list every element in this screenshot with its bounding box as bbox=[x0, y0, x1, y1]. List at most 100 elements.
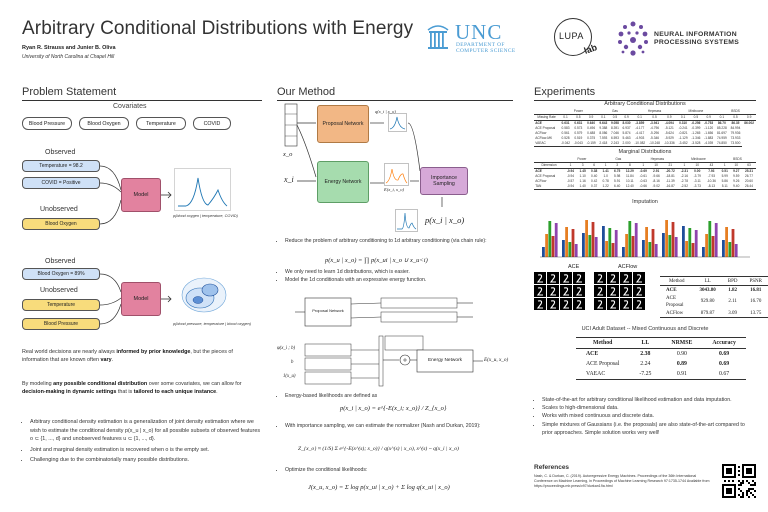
bullet: We only need to learn 1d distributions, … bbox=[285, 268, 513, 276]
digit-sample bbox=[607, 272, 619, 284]
table-header-cell: PSNR bbox=[743, 276, 768, 286]
bullet: Reduce the problem of arbitrary conditio… bbox=[285, 237, 513, 245]
imputation-bar bbox=[608, 228, 612, 257]
table-cell: 6.593 bbox=[610, 136, 619, 140]
table-header-cell: BPD bbox=[721, 276, 744, 286]
problem-statement-heading: Problem Statement bbox=[22, 86, 262, 101]
digit-sample bbox=[607, 298, 619, 310]
digit-sample bbox=[633, 272, 645, 284]
table-cell: 0.89 bbox=[676, 361, 687, 367]
chain-rule-formula: p(x_u | x_o) = ∏ p(x_ui | x_o ∪ x_u<i) bbox=[325, 257, 428, 264]
neurips-logo: NEURAL INFORMATION PROCESSING SYSTEMS bbox=[616, 18, 746, 66]
digit-sample bbox=[560, 285, 572, 297]
table-cell: -0.821 bbox=[678, 131, 688, 135]
imputation-bar bbox=[622, 247, 625, 257]
covariate-box: Blood Oxygen bbox=[79, 117, 129, 130]
table-cell: ACE bbox=[666, 287, 677, 293]
table-cell: -3.11 bbox=[693, 179, 701, 183]
table-header-cell: 3 bbox=[576, 162, 589, 169]
method-bullets-1: Reduce the problem of arbitrary conditio… bbox=[277, 237, 513, 245]
table-cell: -16.87 bbox=[662, 184, 678, 190]
table-cell: -4.417 bbox=[635, 131, 645, 135]
image-label: ACFlow bbox=[618, 264, 638, 270]
authors: Ryan R. Strauss and Junier B. Oliva bbox=[22, 45, 116, 51]
table-header-cell: Dimension bbox=[534, 162, 564, 169]
imputation-bar bbox=[688, 228, 692, 257]
table-cell: 5.86 bbox=[721, 179, 728, 183]
table-cell: -0.042 bbox=[559, 141, 572, 147]
table-cell: 9.058 bbox=[610, 121, 619, 125]
table-cell: -2.16 bbox=[680, 174, 688, 178]
row-label: φ(x_i ; b) bbox=[277, 346, 296, 351]
energy-output-formula: E(x_u, x_o) bbox=[484, 357, 509, 363]
imputation-bar bbox=[574, 244, 578, 257]
image-label: ACE bbox=[568, 264, 580, 270]
covariates-title: Covariates bbox=[113, 103, 147, 110]
table-cell: 8.086 bbox=[599, 131, 608, 135]
digit-sample bbox=[633, 285, 645, 297]
old-well-icon bbox=[427, 25, 449, 49]
table-header-cell: 0.5 bbox=[689, 114, 703, 121]
table-cell: 9.59 bbox=[733, 174, 740, 178]
table-cell: 5.11 bbox=[719, 184, 731, 190]
method-bullets-1b: We only need to learn 1d distributions, … bbox=[277, 268, 513, 284]
table-cell: 9.388 bbox=[599, 126, 608, 130]
table-cell: 5.91 bbox=[614, 179, 621, 183]
model-box: Model bbox=[121, 178, 161, 212]
density-caption: p(blood oxygen | temperature, COVID) bbox=[173, 214, 238, 218]
table-title: Arbitrary Conditional Distributions bbox=[604, 101, 686, 107]
imputation-bar bbox=[665, 220, 668, 257]
imputation-bar bbox=[602, 226, 605, 257]
imputation-bar bbox=[654, 244, 658, 257]
table-cell: -0.61 bbox=[639, 174, 647, 178]
table-cell: 1.0 bbox=[603, 174, 608, 178]
table-cell: 0.00 bbox=[694, 169, 701, 173]
table-cell: 0.90 bbox=[676, 351, 687, 357]
table-cell: 0.91 bbox=[661, 369, 703, 380]
bullet: Challenging due to the combinatorially m… bbox=[30, 456, 262, 465]
table-cell: 1.22 bbox=[599, 184, 612, 190]
table-cell: -8.16 bbox=[652, 179, 660, 183]
qr-code-icon[interactable] bbox=[722, 464, 756, 498]
table-cell: ACFlow bbox=[535, 179, 547, 183]
energy-network-box: Energy Network bbox=[317, 161, 369, 203]
table-header-cell: 0.1 bbox=[676, 114, 690, 121]
table-header-cell: Method bbox=[576, 337, 630, 349]
table-cell: 9.40 bbox=[730, 184, 742, 190]
table-header-cell: 63 bbox=[742, 162, 756, 169]
problem-bullets: Arbitrary conditional density estimation… bbox=[22, 418, 262, 467]
imputation-bar bbox=[588, 235, 592, 257]
table-cell: -10.336 bbox=[661, 141, 677, 147]
imputation-bar bbox=[668, 235, 672, 257]
imputation-bar bbox=[662, 233, 665, 257]
table-header-cell: 0.9 bbox=[702, 114, 716, 121]
architecture-diagram: x_o x_i Proposal Network Energy Network … bbox=[282, 103, 498, 263]
table-cell: 3043.80 bbox=[699, 287, 716, 293]
importance-sampling-box: Importance Sampling bbox=[420, 167, 468, 195]
table-cell: -4.039 bbox=[702, 141, 716, 147]
table-header-cell: 10 bbox=[730, 162, 742, 169]
table-header-cell: 0.5 bbox=[647, 114, 662, 121]
table-header-cell: 21 bbox=[662, 162, 678, 169]
table-header-cell: 10 bbox=[649, 162, 663, 169]
final-density-thumb bbox=[395, 209, 418, 232]
table-cell: -0.241 bbox=[678, 126, 688, 130]
digit-sample bbox=[573, 285, 585, 297]
ebm-formula: p(x_i | x_o) = e^{-E(x_i; x_o)} / Z_{x_o… bbox=[340, 405, 447, 412]
imputation-bar bbox=[711, 236, 715, 257]
poster-title: Arbitrary Conditional Distributions with… bbox=[22, 18, 414, 39]
imputation-bar bbox=[734, 244, 738, 257]
arrow-icon bbox=[161, 295, 172, 303]
table-cell: 11.84 bbox=[625, 174, 634, 178]
bullet: Joint and marginal density estimation is… bbox=[30, 446, 262, 455]
digit-sample bbox=[560, 298, 572, 310]
table-cell: -5.121 bbox=[664, 126, 674, 130]
table-header-cell: 0.9 bbox=[661, 114, 677, 121]
energy-output-label: E(x_i, x_o) bbox=[384, 187, 404, 192]
